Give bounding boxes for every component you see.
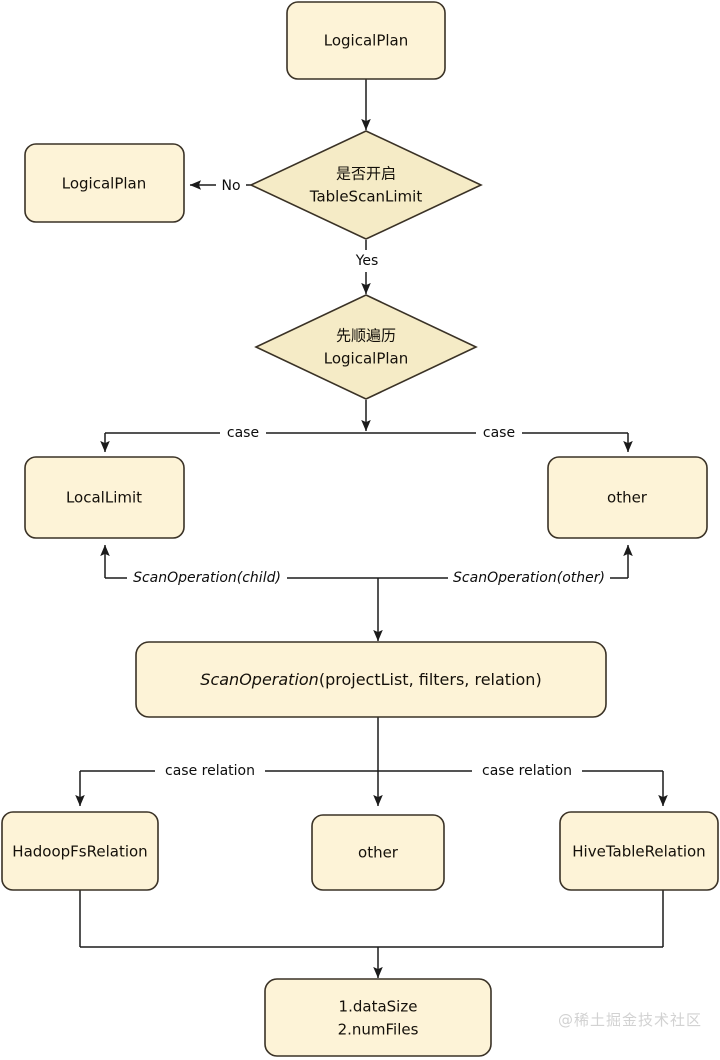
node-result-metrics[interactable]: 1.dataSize 2.numFiles <box>264 978 492 1057</box>
node-hive-table-relation-shape[interactable] <box>559 811 719 891</box>
node-decision-enable-tablescanlimit[interactable]: 是否开启 TableScanLimit <box>249 130 483 240</box>
node-result-metrics-line2: 2.numFiles <box>338 1021 419 1039</box>
node-decision-traverse-logicalplan[interactable]: 先顺遍历 LogicalPlan <box>254 294 478 400</box>
edge-label-case-relation-left: case relation <box>155 760 265 782</box>
edge-label-case-relation-right: case relation <box>472 760 582 782</box>
node-other-top[interactable]: other <box>547 456 708 539</box>
edge-label-case-relation-right-text: case relation <box>482 763 572 779</box>
node-return-logical-plan-shape[interactable] <box>24 143 185 223</box>
node-decision-traverse-label-line2: LogicalPlan <box>324 350 408 368</box>
node-root-logical-plan-label: LogicalPlan <box>324 32 408 50</box>
edge-relations-to-result <box>79 890 664 979</box>
node-decision-enable-label-line1: 是否开启 <box>336 165 396 183</box>
node-local-limit-label: LocalLimit <box>66 489 142 507</box>
node-hadoop-fs-relation-shape[interactable] <box>1 811 159 891</box>
edge-scanoperation-merge <box>100 544 633 642</box>
node-decision-enable-label-line2: TableScanLimit <box>309 188 423 206</box>
node-other-bottom-shape[interactable] <box>311 814 445 891</box>
edge-label-scan-child-text: ScanOperation(child) <box>133 570 281 586</box>
node-other-top-label: other <box>607 489 648 507</box>
edge-label-scan-other: ScanOperation(other) <box>448 567 610 589</box>
edge-label-scan-child: ScanOperation(child) <box>127 567 287 589</box>
node-return-logical-plan[interactable]: LogicalPlan <box>24 143 185 223</box>
node-hadoop-fs-relation[interactable]: HadoopFsRelation <box>1 811 159 891</box>
node-hadoop-fs-relation-label: HadoopFsRelation <box>12 843 147 861</box>
edge-label-case-relation-left-text: case relation <box>165 763 255 779</box>
edge-case-split <box>100 432 633 453</box>
node-local-limit[interactable]: LocalLimit <box>24 456 185 539</box>
node-local-limit-shape[interactable] <box>24 456 185 539</box>
edge-label-case-left: case <box>220 422 266 444</box>
edge-label-yes-text: Yes <box>355 253 379 269</box>
node-root-logical-plan-shape[interactable] <box>286 1 446 80</box>
edge-label-yes: Yes <box>348 250 384 272</box>
node-scan-operation-label: ScanOperation(projectList, filters, rela… <box>200 670 541 689</box>
node-root-logical-plan[interactable]: LogicalPlan <box>286 1 446 80</box>
edge-label-scan-other-text: ScanOperation(other) <box>453 570 605 586</box>
node-scan-operation-label-italic: ScanOperation <box>200 670 319 689</box>
edge-label-case-right-text: case <box>483 425 515 441</box>
node-scan-operation[interactable]: ScanOperation(projectList, filters, rela… <box>135 641 607 718</box>
edge-label-case-left-text: case <box>227 425 259 441</box>
node-scan-operation-shape[interactable] <box>135 641 607 718</box>
node-other-bottom-label: other <box>358 844 399 862</box>
node-decision-enable-shape[interactable] <box>249 130 483 240</box>
node-scan-operation-label-rest: (projectList, filters, relation) <box>319 670 542 689</box>
node-result-metrics-shape[interactable] <box>264 978 492 1057</box>
node-hive-table-relation-label: HiveTableRelation <box>572 843 705 861</box>
watermark-text: @稀土掘金技术社区 <box>557 1011 702 1029</box>
edge-label-case-right: case <box>476 422 522 444</box>
node-other-top-shape[interactable] <box>547 456 708 539</box>
node-hive-table-relation[interactable]: HiveTableRelation <box>559 811 719 891</box>
node-return-logical-plan-label: LogicalPlan <box>62 175 146 193</box>
node-decision-traverse-shape[interactable] <box>254 294 478 400</box>
node-decision-traverse-label-line1: 先顺遍历 <box>336 327 396 345</box>
edge-label-no: No <box>216 174 246 196</box>
node-result-metrics-line1: 1.dataSize <box>339 998 418 1016</box>
edge-label-no-text: No <box>221 178 240 194</box>
node-other-bottom[interactable]: other <box>311 814 445 891</box>
